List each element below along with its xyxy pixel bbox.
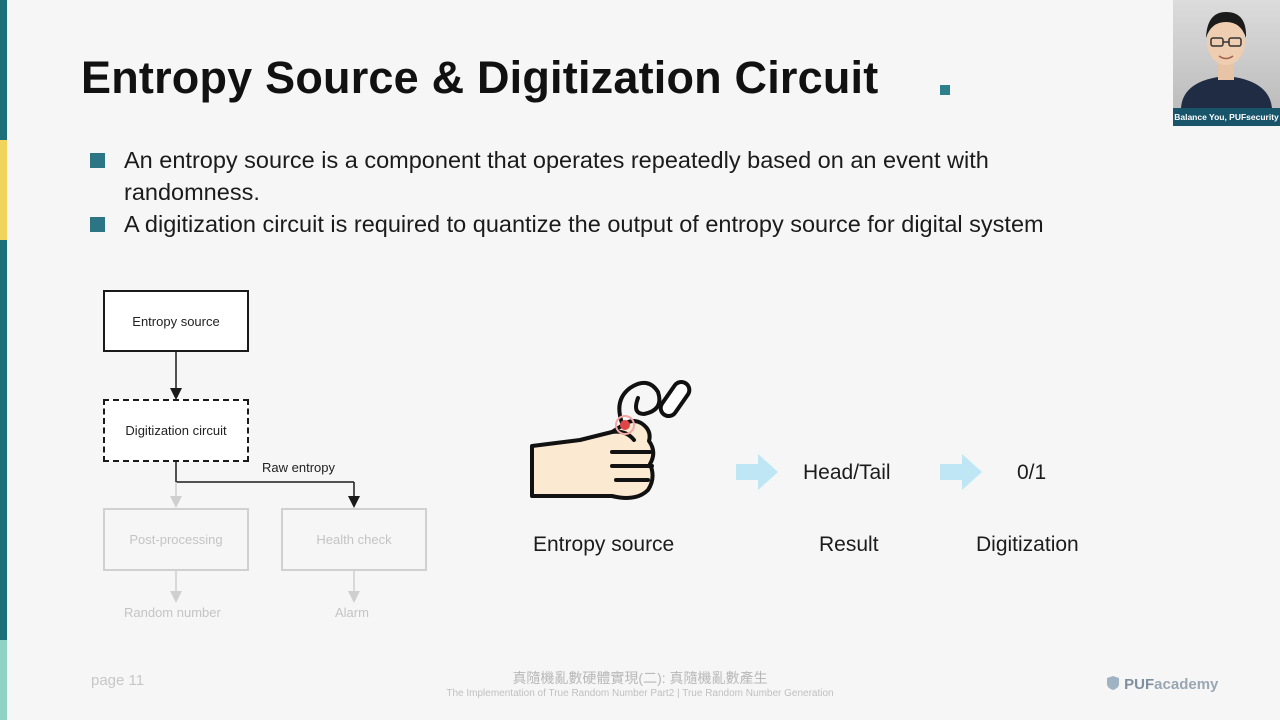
pufacademy-logo: PUFacademy: [1106, 675, 1218, 693]
health-check-box: Health check: [281, 508, 427, 571]
digitization-circuit-box: Digitization circuit: [103, 399, 249, 462]
result-caption: Result: [819, 533, 879, 556]
title-dot: [940, 85, 950, 95]
hand-flipping-coin-icon: [530, 379, 692, 500]
footer-title-en: The Implementation of True Random Number…: [446, 688, 834, 699]
presenter-avatar: [1181, 12, 1272, 108]
bullet-square-icon: [90, 153, 105, 168]
alarm-label: Alarm: [335, 605, 369, 620]
entropy-source-box: Entropy source: [103, 290, 249, 352]
webcam-caption: Balance You, PUFsecurity: [1173, 108, 1280, 126]
head-tail-text: Head/Tail: [803, 461, 891, 484]
page-number: page 11: [91, 672, 145, 689]
left-accent-bar: [0, 0, 7, 720]
arrow-right-icon: [736, 454, 778, 490]
raw-entropy-label: Raw entropy: [262, 460, 335, 475]
shield-icon: [1107, 676, 1119, 690]
bullet-1-line1: An entropy source is a component that op…: [124, 147, 989, 173]
footer-title-cn: 真隨機亂數硬體實現(二): 真隨機亂數產生: [512, 670, 768, 686]
digitization-caption: Digitization: [976, 533, 1079, 556]
bullet-2-line1: A digitization circuit is required to qu…: [124, 211, 1044, 237]
zero-one-text: 0/1: [1017, 461, 1047, 484]
arrow-right-icon: [940, 454, 982, 490]
random-number-label: Random number: [124, 605, 221, 620]
entropy-source-caption: Entropy source: [533, 533, 675, 556]
post-processing-box: Post-processing: [103, 508, 249, 571]
slide-title: Entropy Source & Digitization Circuit: [81, 52, 879, 103]
bullet-square-icon: [90, 217, 105, 232]
presenter-webcam: Balance You, PUFsecurity: [1173, 0, 1280, 126]
bullet-1-line2: randomness.: [124, 179, 260, 205]
